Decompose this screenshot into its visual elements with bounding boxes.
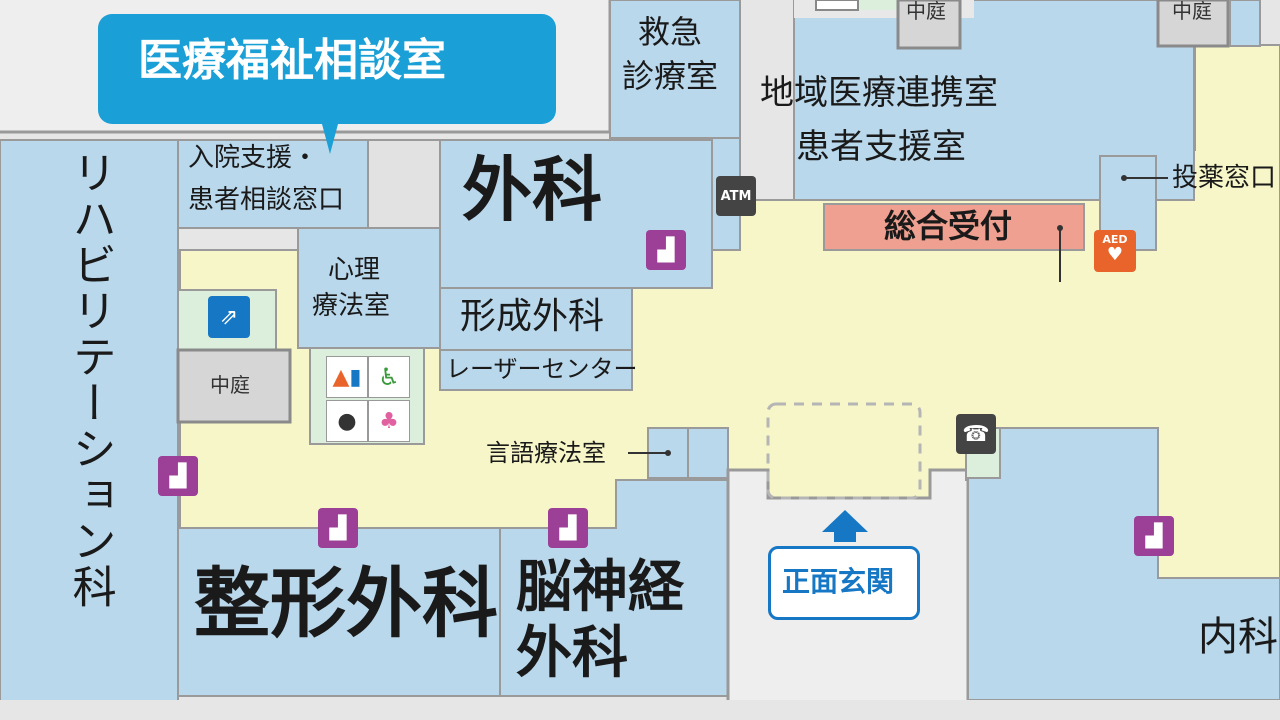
main-entrance-box — [768, 546, 920, 620]
accessible-restroom-icon: ♿ — [368, 356, 410, 398]
label-regional-liaison: 地域医療連携室 — [760, 73, 998, 113]
label-admission-2: 患者相談窓口 — [188, 185, 345, 215]
label-courtyard-top-1: 中庭 — [906, 0, 946, 23]
label-courtyard-top-2: 中庭 — [1172, 0, 1212, 23]
waiting-area-icon-surgery: ▟ — [646, 230, 686, 270]
label-reception: 総合受付 — [884, 207, 1013, 245]
aed-label: AED — [1102, 233, 1128, 246]
waiting-area-icon-neuro: ▟ — [548, 508, 588, 548]
waiting-area-icon-internal: ▟ — [1134, 516, 1174, 556]
room-psychotherapy — [297, 227, 441, 349]
waiting-area-icon-rehab: ▟ — [158, 456, 198, 496]
label-courtyard-left: 中庭 — [210, 373, 250, 397]
waiting-area-icon-ortho: ▟ — [318, 508, 358, 548]
room-laser-center — [439, 349, 633, 391]
entrance-arrow-icon — [822, 510, 868, 542]
callout-pointer — [322, 124, 338, 154]
reception-counter — [823, 203, 1085, 251]
label-orthopedics: 整形外科 — [194, 559, 498, 648]
callout-title: 医療福祉相談室 — [138, 35, 446, 86]
room-admission-support — [177, 139, 369, 229]
escalator-icon: ⇗ — [208, 296, 250, 338]
welfare-consultation-callout — [98, 14, 556, 124]
label-rehabilitation: リハビリテーション科 — [64, 150, 116, 610]
aed-icon: AED ♥ — [1094, 230, 1136, 272]
label-neurosurgery-1: 脳神経 — [516, 555, 684, 620]
ostomate-icon: ● — [326, 400, 368, 442]
phone-icon: ☎ — [956, 414, 996, 454]
label-speech-therapy: 言語療法室 — [486, 439, 606, 467]
label-patient-support: 患者支援室 — [796, 127, 966, 167]
label-emergency-1: 救急 — [638, 13, 703, 51]
room-orthopedics — [177, 527, 501, 697]
label-psych-1: 心理 — [328, 255, 381, 285]
label-surgery: 外科 — [462, 149, 602, 231]
label-emergency-2: 診療室 — [622, 57, 719, 95]
label-pharmacy: 投薬窓口 — [1172, 163, 1277, 193]
baby-care-icon: ♣ — [368, 400, 410, 442]
courtyard-top-1 — [896, 0, 962, 50]
label-laser-center: レーザーセンター — [446, 355, 638, 383]
room-emergency — [609, 0, 741, 139]
courtyard-top-2 — [1156, 0, 1230, 48]
heart-icon: ♥ — [1106, 244, 1124, 265]
room-rehabilitation — [0, 139, 179, 720]
room-plastic-surgery — [439, 287, 633, 351]
label-main-entrance: 正面玄関 — [782, 565, 895, 598]
label-internal-medicine: 内科 — [1198, 614, 1278, 660]
restroom-icon: ▲▮ — [326, 356, 368, 398]
atm-icon: ATM — [716, 176, 756, 216]
label-admission-1: 入院支援・ — [188, 143, 319, 173]
courtyard-left — [176, 348, 292, 424]
label-psych-2: 療法室 — [312, 291, 391, 321]
label-plastic-surgery: 形成外科 — [460, 296, 605, 337]
label-neurosurgery-2: 外科 — [516, 621, 628, 686]
